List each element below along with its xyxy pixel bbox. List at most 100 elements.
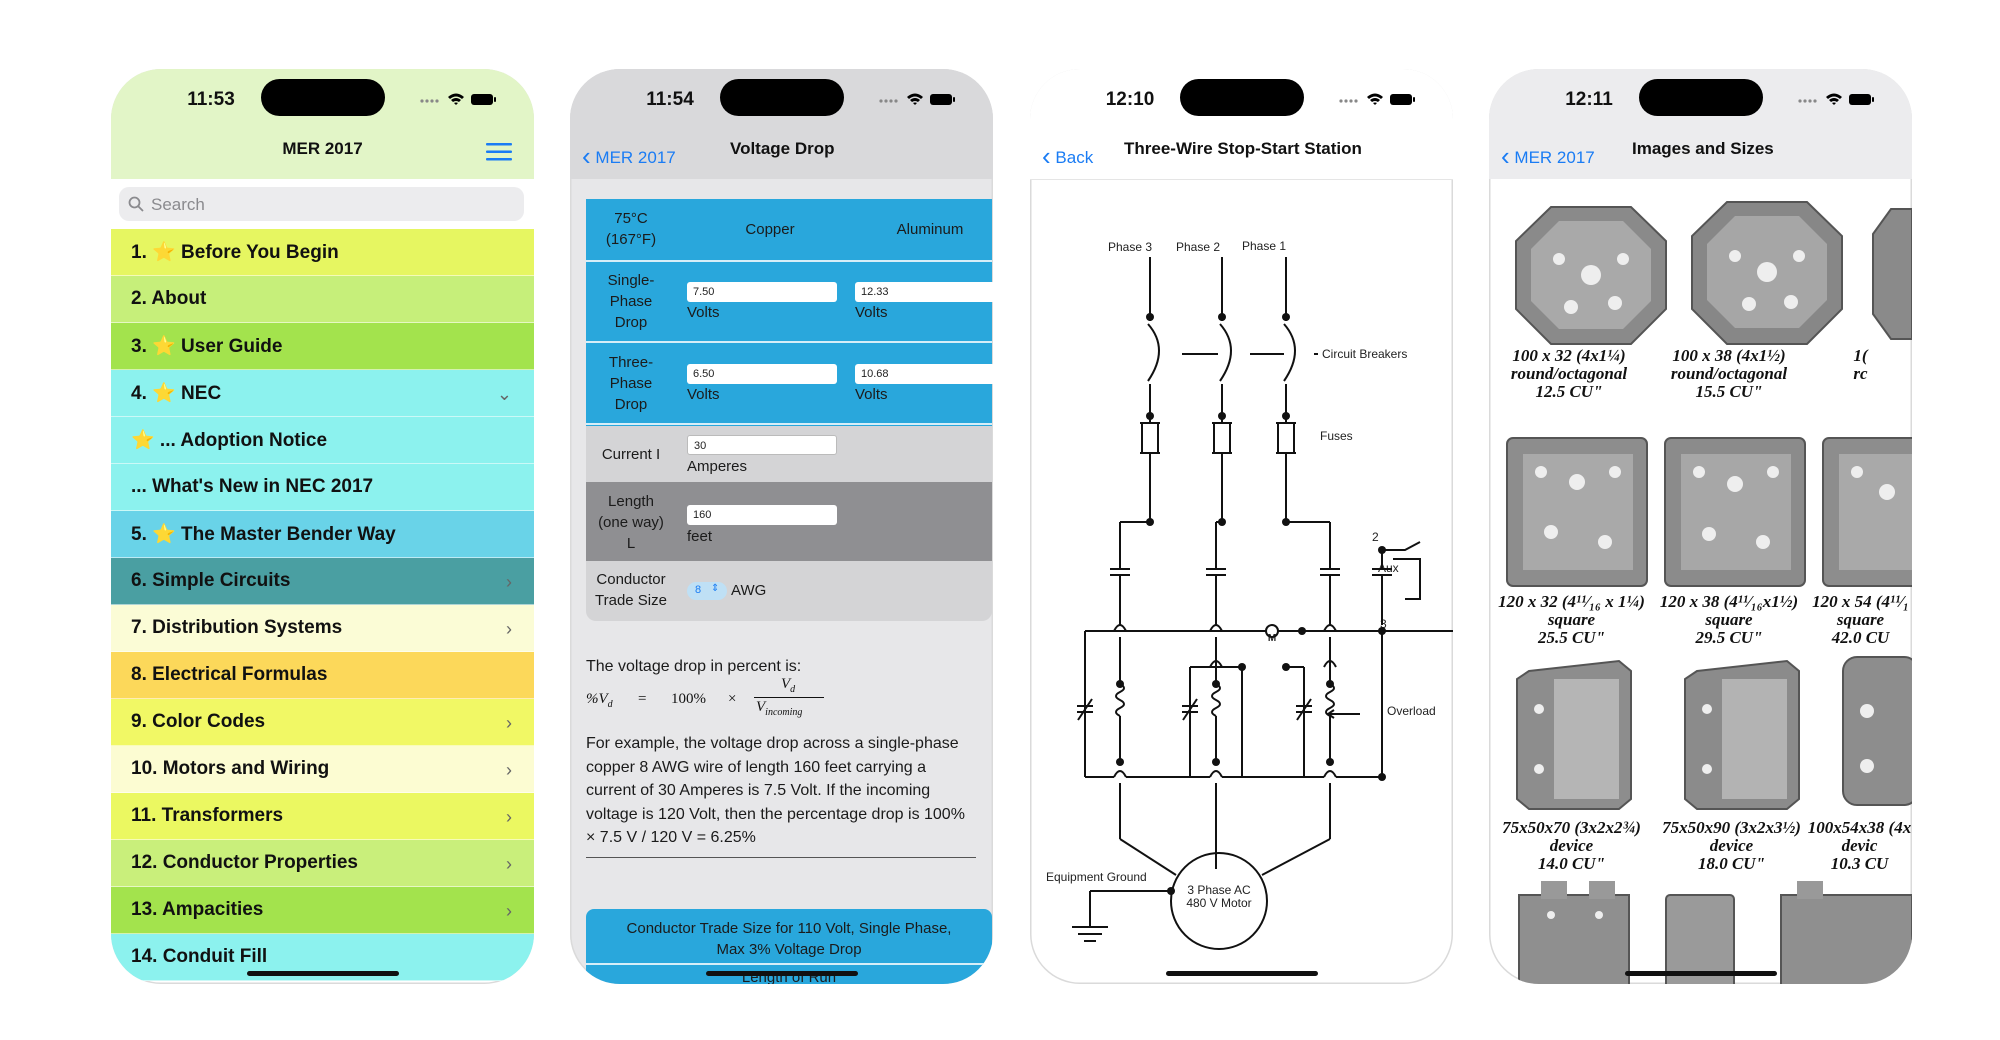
status-time: 12:11 [1565, 89, 1613, 110]
header-copper: Copper [745, 221, 795, 238]
chevron-left-icon: ‹ [1042, 141, 1051, 171]
search-input[interactable]: Search [119, 187, 524, 221]
chapter-label: ... What's New in NEC 2017 [131, 476, 374, 497]
caption-line: 120 x 54 (4¹¹⁄₁ [1812, 592, 1909, 611]
back-button[interactable]: ‹ MER 2017 [1501, 139, 1595, 171]
chapter-label: 8. Electrical Formulas [131, 664, 328, 685]
status-bar: 12:11 [1489, 69, 1912, 123]
conductor-size-picker[interactable]: 8 ⇕ [687, 582, 727, 600]
dynamic-island [261, 79, 385, 116]
caption-line: 120 x 32 (4¹¹⁄₁₆ x 1¼) [1498, 592, 1645, 611]
formula-intro: The voltage drop in percent is: [586, 658, 802, 675]
chapter-row[interactable]: 12. Conductor Properties› [111, 840, 534, 887]
single-phase-aluminum-field[interactable]: 12.33 [855, 282, 993, 302]
caption-line: device [1709, 836, 1754, 855]
example-text: For example, the voltage drop across a s… [586, 735, 965, 846]
caption-line: 75x50x70 (3x2x2¾) [1502, 818, 1641, 837]
table-divider [586, 963, 992, 965]
home-indicator [247, 971, 399, 976]
nav-title: Voltage Drop [730, 139, 835, 158]
square-box-image [1506, 437, 1648, 587]
caption-line: rc [1853, 364, 1868, 383]
fuses-label: Fuses [1320, 429, 1353, 443]
chapter-row[interactable]: ⭐️ ... Adoption Notice [111, 417, 534, 464]
chapter-label: 1. ⭐️ Before You Begin [131, 242, 339, 263]
chapter-row[interactable]: 11. Transformers› [111, 793, 534, 840]
status-time: 11:54 [646, 89, 694, 110]
three-phase-copper-field[interactable]: 6.50 [687, 364, 837, 384]
chapter-label: 10. Motors and Wiring [131, 758, 330, 779]
back-label: Back [1055, 148, 1094, 167]
table-divider [586, 341, 992, 343]
octagonal-box-image-partial [1872, 208, 1912, 340]
device-box-image [1684, 659, 1800, 810]
voltage-drop-table [586, 199, 992, 427]
caption-line: 42.0 CU [1831, 628, 1890, 647]
caption-line: square [1547, 610, 1596, 629]
chapter-row[interactable]: 8. Electrical Formulas [111, 652, 534, 699]
chevron-right-icon: › [506, 854, 512, 874]
chapter-label: 2. About [131, 288, 207, 309]
equipment-ground-label: Equipment Ground [1046, 870, 1147, 884]
back-button[interactable]: ‹ MER 2017 [582, 139, 676, 171]
chapter-row[interactable]: 2. About [111, 276, 534, 323]
formula-times: × [728, 691, 737, 707]
unit-label: Volts [855, 386, 888, 403]
hamburger-menu-icon[interactable] [486, 143, 512, 161]
chevron-right-icon: › [506, 713, 512, 733]
back-button[interactable]: ‹ Back [1042, 139, 1094, 171]
caption-line: 10.3 CU [1830, 854, 1889, 873]
chapter-row[interactable]: ... What's New in NEC 2017 [111, 464, 534, 511]
unit-label: Volts [855, 304, 888, 321]
chapter-row[interactable]: 9. Color Codes› [111, 699, 534, 746]
caption-line: 1( [1853, 346, 1868, 365]
dynamic-island [720, 79, 844, 116]
chapter-row[interactable]: 7. Distribution Systems › [111, 605, 534, 652]
length-unit: feet [687, 528, 713, 545]
chapter-label: 6. Simple Circuits [131, 570, 291, 591]
chevron-down-icon: ⌄ [496, 384, 512, 404]
length-field[interactable]: 160 [687, 505, 837, 525]
octagonal-box-image [1691, 201, 1843, 345]
caption-line: square [1836, 610, 1885, 629]
chevron-updown-icon: ⇕ [711, 583, 720, 594]
search-placeholder: Search [151, 195, 205, 214]
chapter-row[interactable]: 5. ⭐️ The Master Bender Way [111, 511, 534, 558]
chapter-row[interactable]: 6. Simple Circuits› [111, 558, 534, 605]
single-phase-copper-field[interactable]: 7.50 [687, 282, 837, 302]
chapter-row[interactable]: 13. Ampacities› [111, 887, 534, 934]
square-box-image [1664, 437, 1806, 587]
chevron-right-icon: › [506, 619, 512, 639]
header-temperature: 75°C (167°F) [605, 210, 657, 248]
chapter-label: 5. ⭐️ The Master Bender Way [131, 524, 396, 545]
chapter-row[interactable]: 1. ⭐️ Before You Begin [111, 229, 534, 276]
caption-line: 25.5 CU" [1537, 628, 1606, 647]
status-bar: 11:53 [111, 69, 534, 123]
unit-label: Volts [687, 386, 720, 403]
chapter-label: 7. Distribution Systems [131, 617, 343, 638]
status-time: 11:53 [187, 89, 235, 110]
caption-line: 100x54x38 (4x [1807, 818, 1912, 837]
box-size-caption: 1(rc [1809, 347, 1912, 383]
caption-line: 100 x 38 (4x1½) [1672, 346, 1786, 365]
chapter-row[interactable]: 10. Motors and Wiring› [111, 746, 534, 793]
caption-line: square [1705, 610, 1753, 629]
overload-label: Overload [1387, 704, 1436, 718]
formula-lhs-sub: d [607, 699, 613, 710]
chapter-row[interactable]: 3. ⭐️ User Guide [111, 323, 534, 370]
length-label: Length (one way) L [598, 493, 664, 552]
search-icon [128, 196, 144, 212]
caption-line: devic [1841, 836, 1878, 855]
chapter-row[interactable]: 4. ⭐️ NEC⌄ [111, 370, 534, 417]
phone-screen-diagram: 12:10 ‹ Back Three-Wire Stop-Start Stati… [1030, 69, 1453, 984]
header-aluminum: Aluminum [896, 221, 964, 238]
device-box-image [1516, 659, 1632, 810]
current-field[interactable]: 30 [687, 435, 837, 455]
three-phase-aluminum-field[interactable]: 10.68 [855, 364, 993, 384]
formula-equals: = [638, 691, 647, 707]
